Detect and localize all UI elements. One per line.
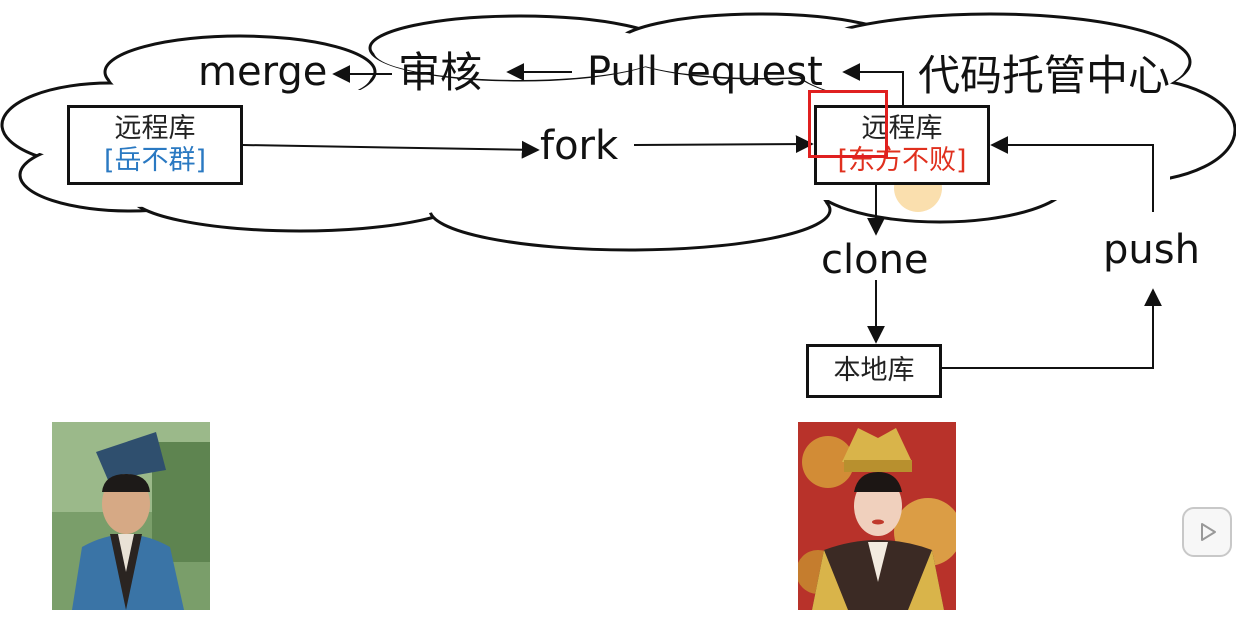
portrait-dongfang-bubai <box>798 422 956 610</box>
arrow-local-to-push <box>942 288 1162 369</box>
label-push: push <box>1103 227 1200 273</box>
label-fork: fork <box>540 123 619 169</box>
cloud-title: 代码托管中心 <box>918 51 1171 100</box>
selection-box <box>808 90 888 158</box>
label-review: 审核 <box>398 48 483 97</box>
remote-repo-left-owner: [岳不群] <box>103 145 207 176</box>
remote-repo-right-label: 远程库 <box>861 112 943 144</box>
arrow-fork-to-right <box>633 135 814 154</box>
video-play-button[interactable] <box>1182 507 1232 557</box>
local-repo: 本地库 <box>806 344 942 398</box>
remote-repo-right-owner: [东方不败] <box>837 145 967 176</box>
arrow-left-to-fork <box>242 140 540 159</box>
portrait-yue-buqun <box>52 422 210 610</box>
label-pull-request: Pull request <box>587 49 823 95</box>
arrow-push-to-remote <box>990 136 1154 212</box>
local-repo-label: 本地库 <box>833 354 915 386</box>
label-clone: clone <box>821 237 929 283</box>
remote-repo-right: 远程库 [东方不败] <box>814 105 990 185</box>
remote-repo-left-label: 远程库 <box>114 112 196 144</box>
arrow-remote-to-pr <box>842 63 904 106</box>
remote-repo-left: 远程库 [岳不群] <box>67 105 243 185</box>
label-merge: merge <box>198 49 328 95</box>
play-icon <box>1201 523 1216 541</box>
